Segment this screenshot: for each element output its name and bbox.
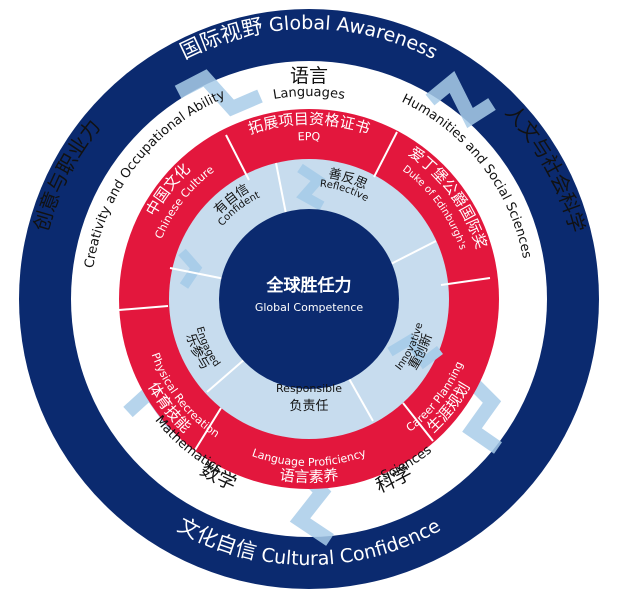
language-proficiency-cn: 语言素养 bbox=[279, 466, 340, 486]
programme-dividers bbox=[118, 131, 491, 451]
languages-en: Languages bbox=[272, 85, 346, 103]
responsible-en: Responsible bbox=[276, 382, 342, 395]
center-disc bbox=[219, 209, 399, 389]
languages-cn: 语言 bbox=[290, 65, 328, 87]
epq-en: EPQ bbox=[297, 130, 320, 143]
center-title-cn: 全球胜任力 bbox=[266, 275, 352, 296]
inner-zigzag-decoration bbox=[178, 163, 443, 370]
responsible-cn: 负责任 bbox=[289, 399, 328, 414]
center-title-en: Global Competence bbox=[255, 301, 364, 314]
